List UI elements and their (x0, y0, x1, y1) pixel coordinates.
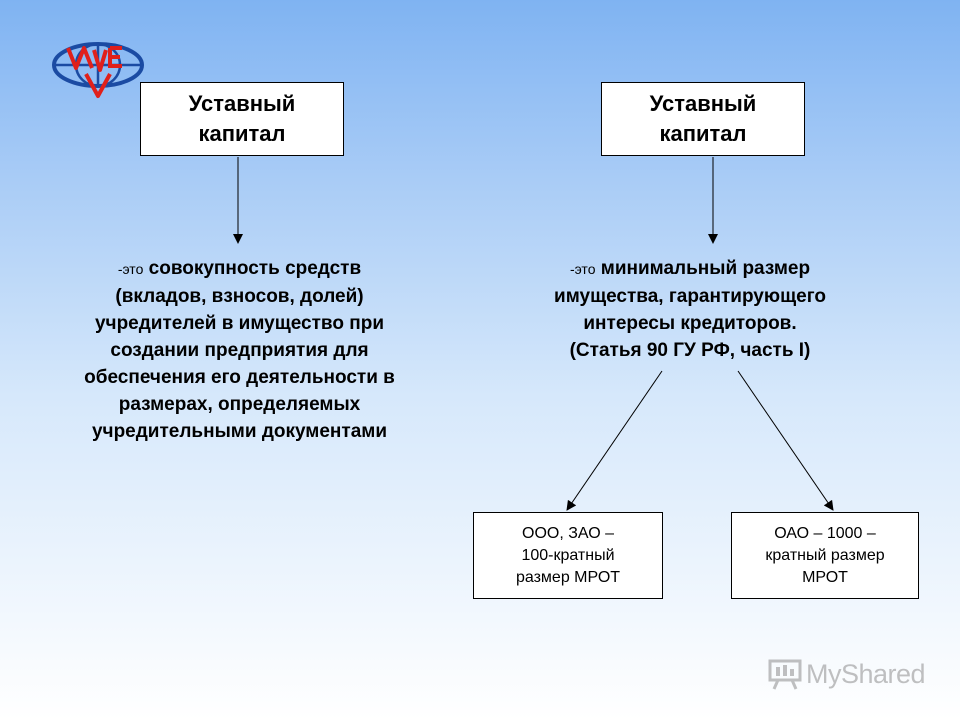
left-desc-line: обеспечения его деятельности в (84, 367, 395, 388)
left-title-box: Уставный капитал (140, 82, 344, 156)
left-desc-line: (вкладов, взносов, долей) (115, 286, 364, 307)
right-title-box: Уставный капитал (601, 82, 805, 156)
watermark-text: MyShared (806, 658, 926, 689)
oao-line: кратный размер (765, 546, 885, 564)
right-desc-line: имущества, гарантирующего (554, 286, 826, 307)
right-desc-line: интересы кредиторов. (583, 313, 797, 334)
left-desc-line: -это совокупность средств (117, 258, 362, 279)
left-title-line1: Уставный (188, 91, 296, 116)
edge-desc-to-oao (737, 370, 834, 511)
left-desc-line: учредителей в имущество при (94, 313, 385, 334)
left-desc-line: учредительными документами (91, 421, 388, 442)
ooo-line: ООО, ЗАО – (522, 524, 614, 542)
presentation-board-icon (768, 659, 802, 690)
edge-desc-to-ooo (566, 370, 663, 511)
ooo-line: 100-кратный (521, 546, 615, 564)
left-desc-line: размерах, определяемых (118, 394, 361, 415)
ooo-line: размер МРОТ (515, 568, 621, 586)
right-desc-prefix: -это (569, 261, 596, 277)
left-title-line2: капитал (198, 121, 286, 146)
right-desc-line: -это минимальный размер (569, 258, 811, 279)
ooo-zao-box: ООО, ЗАО – 100-кратный размер МРОТ (473, 512, 663, 599)
right-title-line2: капитал (659, 121, 747, 146)
right-desc-line: (Статья 90 ГУ РФ, часть I) (569, 340, 811, 361)
oao-box: ОАО – 1000 – кратный размер МРОТ (731, 512, 919, 599)
mve-logo (52, 42, 144, 98)
left-desc-line: создании предприятия для (110, 340, 369, 361)
left-definition-text: -это совокупность средств (вкладов, взно… (22, 255, 457, 445)
right-definition-text: -это минимальный размер имущества, гаран… (495, 255, 885, 364)
right-title-line1: Уставный (649, 91, 757, 116)
left-desc-prefix: -это (117, 261, 144, 277)
myshared-watermark: MyShared (768, 656, 938, 692)
oao-line: МРОТ (802, 568, 848, 586)
oao-line: ОАО – 1000 – (774, 524, 876, 542)
